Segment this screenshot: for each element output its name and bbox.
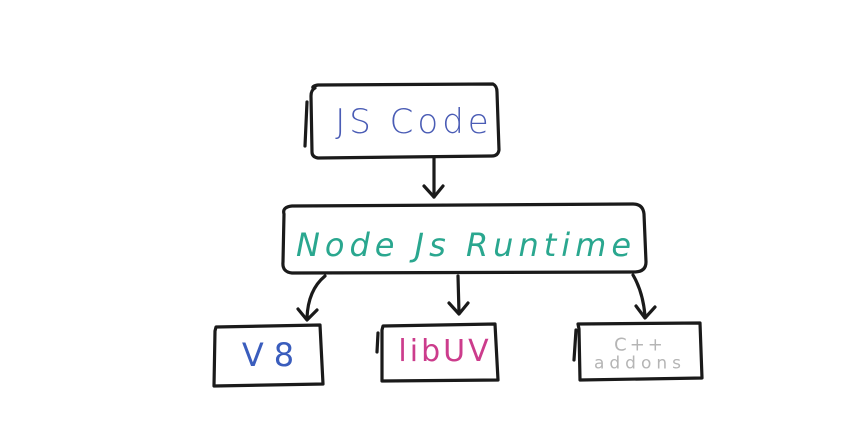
- v8-box: [212, 323, 325, 388]
- addons-box: [576, 321, 704, 382]
- runtime-label: Node Js Runtime: [295, 226, 637, 264]
- runtime-box: [281, 202, 648, 275]
- addons-label-group: C++ addons: [593, 334, 687, 374]
- libuv-box: [380, 322, 500, 383]
- libuv-box-left-tick: [375, 331, 380, 354]
- js-code-box-left-tick: [303, 100, 309, 148]
- arrow-runtime-to-v8: [305, 274, 327, 320]
- v8-label: V8: [241, 336, 305, 374]
- arrow-runtime-to-libuv-head: [447, 301, 470, 316]
- addons-box-left-tick: [572, 328, 578, 362]
- arrow-js-to-runtime-head: [422, 184, 445, 199]
- arrow-runtime-to-libuv: [456, 274, 461, 315]
- arrow-runtime-to-v8-head: [296, 307, 319, 322]
- arrow-runtime-to-addons: [631, 273, 647, 318]
- libuv-label: libUV: [398, 334, 492, 369]
- addons-label-line1: C++: [614, 334, 666, 356]
- arrow-runtime-to-addons-head: [634, 304, 657, 320]
- addons-label-line2: addons: [593, 353, 687, 374]
- js-code-label: JS Code: [335, 102, 493, 142]
- js-code-box: [309, 82, 501, 160]
